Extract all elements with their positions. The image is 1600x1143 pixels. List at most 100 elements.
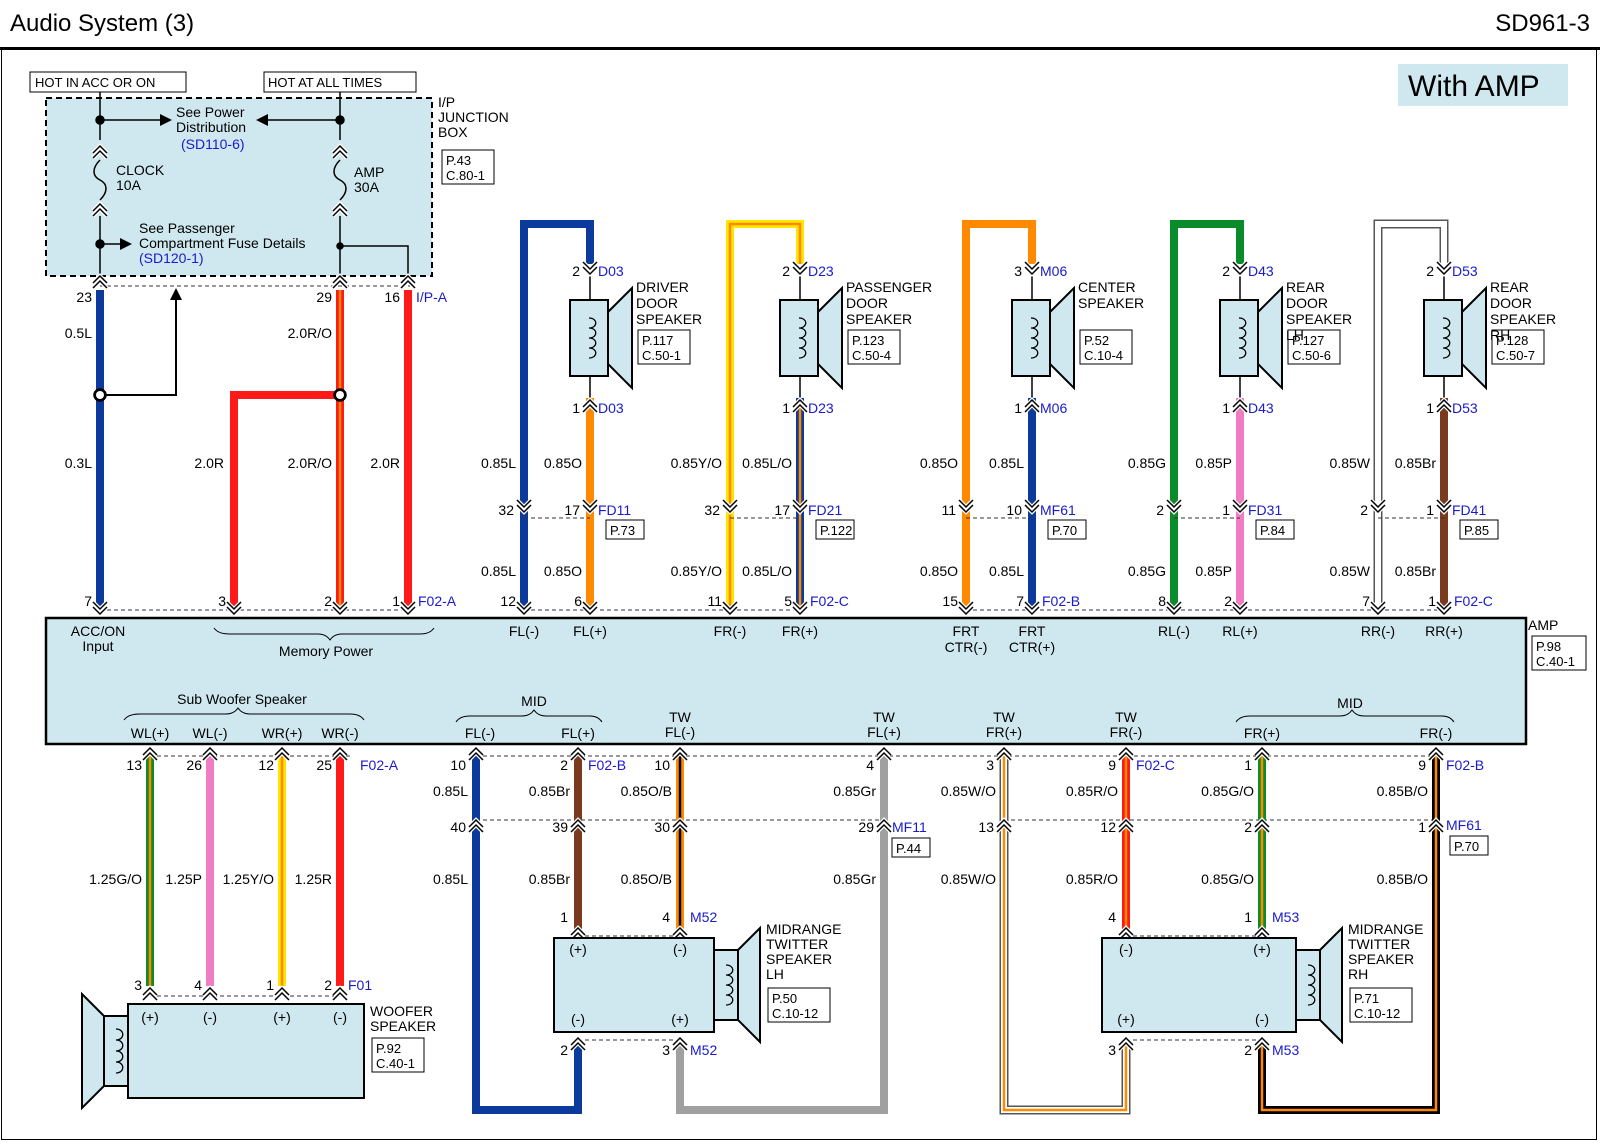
speaker-2-name: PASSENGER	[846, 279, 932, 295]
bottom-mid-pin-label: 1	[1418, 819, 1426, 835]
amp-ref-text: P.98	[1536, 639, 1561, 654]
speaker-2-mid-connector-ref: FD21	[808, 502, 842, 518]
fuse-connector	[92, 144, 108, 159]
speaker-4-amp-pin-icon	[1232, 601, 1248, 616]
ip-a-pin-icon	[400, 274, 416, 289]
mid-lh-loop-tw	[676, 752, 888, 1114]
speaker-5-wire-neg	[1375, 221, 1447, 606]
speaker-3-amp-pin-icon	[1024, 601, 1040, 616]
midrange-lh-ref-text: C.10-12	[772, 1006, 818, 1021]
midrange-lh-polarity-label: (-)	[673, 941, 687, 957]
speaker-5-amp-pin-icon	[1436, 601, 1452, 616]
speaker-1-wire-neg	[520, 220, 594, 606]
woofer-polarity-label: (-)	[203, 1009, 217, 1025]
speaker-4-pin-label: 2	[1222, 263, 1230, 279]
bottom-mid-pin-label: 12	[1100, 819, 1116, 835]
woofer-amp-pin-icon	[332, 746, 348, 761]
midrange-rh-pin-label: 1	[1244, 909, 1252, 925]
bottom-wire-label: 0.85L	[433, 871, 468, 887]
bottom-mid-pin-label: 39	[552, 819, 568, 835]
power-distribution-label: See Power	[176, 104, 245, 120]
speaker-5-wire-label: 0.85Br	[1395, 455, 1437, 471]
speaker-4-bottom-pin-icon	[1232, 398, 1248, 413]
diagram-frame	[1, 50, 1597, 1140]
speaker-1-ref	[637, 329, 691, 365]
speaker-4-connector-ref: D43	[1248, 400, 1274, 416]
bottom-amp-connector-ref: F02-B	[588, 757, 626, 773]
midrange-lh-polarity-label: (+)	[671, 1011, 689, 1027]
splice-dot-inner	[96, 391, 104, 399]
speaker-1-mid-pin-icon	[516, 499, 532, 514]
midrange-rh-polarity-label: (+)	[1117, 1011, 1135, 1027]
bottom-mid-pin-icon	[876, 818, 892, 833]
speaker-5-amp-pin-icon	[1370, 601, 1386, 616]
speaker-3-connector-ref: M06	[1040, 400, 1067, 416]
speaker-5-connector-ref: D53	[1452, 263, 1478, 279]
speaker-5-wire-neg-outline	[1373, 219, 1449, 606]
speaker-5-connector-ref: D53	[1452, 400, 1478, 416]
woofer-cone	[81, 991, 105, 1111]
midrange-lh-pin-label: 1	[560, 909, 568, 925]
speaker-3-mid-pin-label: 10	[1006, 502, 1022, 518]
woofer-wire-label: 1.25R	[295, 871, 332, 887]
woofer-amp-pin-icon	[142, 746, 158, 761]
midrange-rh-coil-icon	[1307, 964, 1316, 1006]
ground-return-line	[106, 300, 177, 396]
bottom-wire-label: 0.85Gr	[833, 783, 876, 799]
arrow-icon	[160, 114, 172, 126]
speaker-3-amp-terminal-label: CTR(+)	[1009, 639, 1055, 655]
speaker-2-mid-pin-label: 17	[774, 502, 790, 518]
speaker-2-amp-connector-ref: F02-C	[810, 593, 849, 609]
speaker-5-bottom-pin-icon	[1436, 398, 1452, 413]
speaker-4-name: LH	[1286, 327, 1304, 343]
speaker-5-mid-pin-label: 1	[1426, 502, 1434, 518]
midrange-lh-pin-label: 4	[662, 909, 670, 925]
bottom-wire-label: 0.85W/O	[941, 871, 996, 887]
hot-all-label: HOT AT ALL TIMES	[268, 75, 382, 90]
speaker-2-amp-pin-label: 11	[707, 593, 722, 609]
bottom-mid-pin-label: 13	[978, 819, 994, 835]
bottom-wire-label: 0.85O/B	[621, 871, 672, 887]
midrange-rh-connector-ref: M53	[1272, 909, 1299, 925]
woofer-polarity-label: (+)	[273, 1009, 291, 1025]
speaker-3-ref-text: P.52	[1084, 333, 1109, 348]
speaker-4-mid-pin-icon	[1232, 499, 1248, 514]
bottom-amp-pin-label: 9	[1108, 757, 1116, 773]
woofer-pin-label: 2	[324, 977, 332, 993]
with-amp-badge	[1398, 64, 1568, 106]
speaker-1-mid-ref	[605, 519, 645, 540]
speaker-4-cone	[1257, 285, 1283, 391]
bus-line	[340, 245, 409, 274]
mid-rh-loop-neg-tracer	[1260, 752, 1438, 1112]
speaker-3-bottom-pin-icon	[1024, 398, 1040, 413]
speaker-4-mid-pin-label: 2	[1156, 502, 1164, 518]
speaker-3-amp-pin-label: 7	[1016, 593, 1024, 609]
speaker-3-cone	[1049, 285, 1075, 391]
speaker-3-wire-label: 0.85O	[920, 455, 958, 471]
arrow-icon	[170, 288, 182, 300]
passenger-fuse-label: See Passenger	[139, 220, 235, 236]
woofer-body	[127, 1003, 365, 1099]
bottom-wire-label: 0.85G/O	[1201, 871, 1254, 887]
bottom-amp-pin-icon	[468, 746, 484, 761]
amp-acc-label: Input	[82, 638, 113, 654]
speaker-3-wire-neg	[962, 220, 1036, 606]
page-code: SD961-3	[1495, 10, 1590, 37]
woofer-terminal-label: WR(+)	[262, 725, 303, 741]
amp-pin-label: 3	[218, 593, 226, 609]
speaker-4-amp-terminal-label: RL(-)	[1158, 623, 1190, 639]
wire-label: 2.0R/O	[288, 325, 332, 341]
woofer-terminal-label: WL(-)	[193, 725, 228, 741]
bottom-amp-pin-label: 10	[654, 757, 670, 773]
speaker-4-mid-connector-ref: FD31	[1248, 502, 1282, 518]
speaker-5-top-pin-icon	[1436, 261, 1452, 276]
amp-panel	[44, 616, 1528, 746]
speaker-5-mid-ref	[1459, 519, 1499, 540]
woofer-connector-ref: F01	[348, 977, 372, 993]
woofer-name: WOOFER	[370, 1003, 433, 1019]
midrange-lh-bottom-pin-icon	[570, 1036, 586, 1051]
bottom-amp-connector-ref: F02-B	[1446, 757, 1484, 773]
speaker-3-wire-label: 0.85O	[920, 563, 958, 579]
speaker-1-name: DOOR	[636, 295, 678, 311]
